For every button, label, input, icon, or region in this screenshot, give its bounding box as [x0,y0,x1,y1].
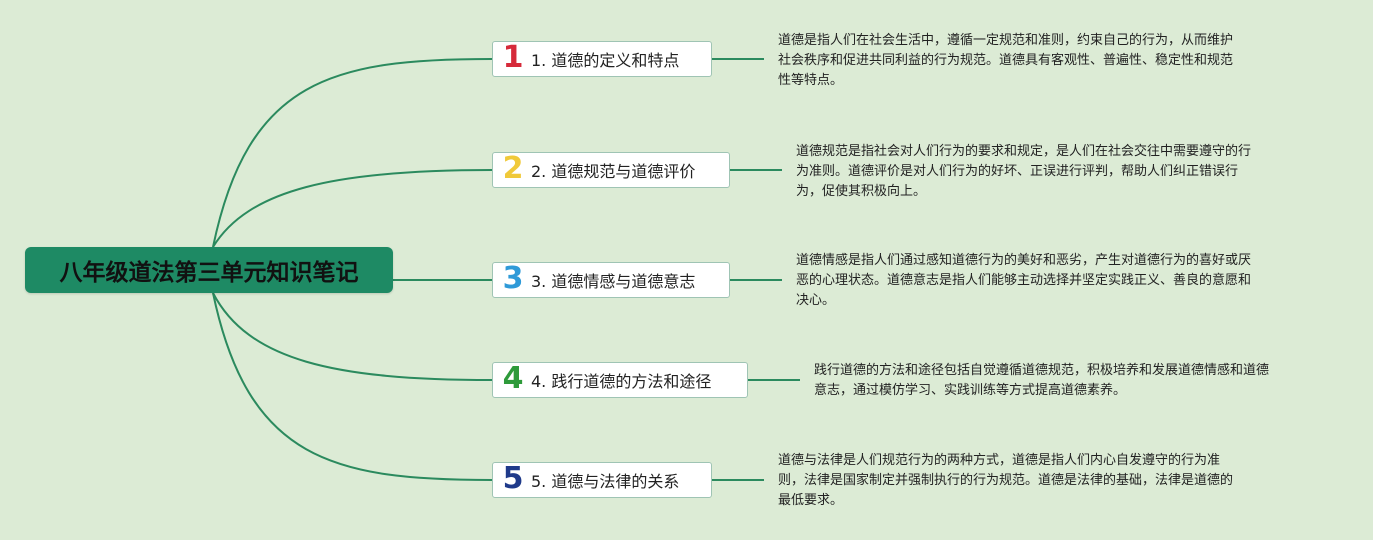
topic-label: 3. 道德情感与道德意志 [531,272,696,291]
number-1-icon: 1 [502,40,524,75]
description-line: 道德规范是指社会对人们行为的要求和规定，是人们在社会交往中需要遵守的行 [796,144,1252,159]
description-line: 道德是指人们在社会生活中，遵循一定规范和准则，约束自己的行为，从而维护 [778,33,1234,48]
topic-node-5[interactable]: 5 5. 道德与法律的关系 [492,462,712,498]
description-line: 则，法律是国家制定并强制执行的行为规范。道德是法律的基础，法律是道德的 [778,473,1234,488]
description-line: 性等特点。 [778,73,844,88]
description-line: 社会秩序和促进共同利益的行为规范。道德具有客观性、普遍性、稳定性和规范 [778,53,1234,68]
branch-line-2 [212,169,493,248]
description-line: 践行道德的方法和途径包括自觉遵循道德规范，积极培养和发展道德情感和道德 [814,363,1270,378]
number-5-icon: 5 [502,461,524,496]
description-line: 为，促使其积极向上。 [796,184,927,199]
description-line: 决心。 [796,293,836,308]
topic-description-2: 道德规范是指社会对人们行为的要求和规定，是人们在社会交往中需要遵守的行 为准则。… [796,142,1251,202]
topic-description-3: 道德情感是指人们通过感知道德行为的美好和恶劣，产生对道德行为的喜好或厌 恶的心理… [796,251,1251,311]
topic-node-3[interactable]: 3 3. 道德情感与道德意志 [492,262,730,298]
description-line: 为准则。道德评价是对人们行为的好坏、正误进行评判，帮助人们纠正错误行 [796,164,1239,179]
description-line: 意志，通过模仿学习、实践训练等方式提高道德素养。 [814,383,1127,398]
branch-line-1 [212,58,493,248]
number-2-icon: 2 [502,151,524,186]
root-topic[interactable]: 八年级道法第三单元知识笔记 [25,247,393,293]
topic-label: 1. 道德的定义和特点 [531,51,680,70]
number-3-icon: 3 [502,261,524,296]
topic-description-1: 道德是指人们在社会生活中，遵循一定规范和准则，约束自己的行为，从而维护 社会秩序… [778,31,1233,91]
description-line: 道德情感是指人们通过感知道德行为的美好和恶劣，产生对道德行为的喜好或厌 [796,253,1252,268]
topic-label: 5. 道德与法律的关系 [531,472,680,491]
description-line: 道德与法律是人们规范行为的两种方式，道德是指人们内心自发遵守的行为准 [778,453,1221,468]
description-line: 恶的心理状态。道德意志是指人们能够主动选择并坚定实践正义、善良的意愿和 [796,273,1252,288]
description-line: 最低要求。 [778,493,844,508]
number-4-icon: 4 [502,361,524,396]
topic-description-5: 道德与法律是人们规范行为的两种方式，道德是指人们内心自发遵守的行为准 则，法律是… [778,451,1233,511]
topic-description-4: 践行道德的方法和途径包括自觉遵循道德规范，积极培养和发展道德情感和道德 意志，通… [814,361,1269,401]
topic-node-4[interactable]: 4 4. 践行道德的方法和途径 [492,362,748,398]
branch-line-4 [212,292,493,381]
root-title: 八年级道法第三单元知识笔记 [59,260,359,286]
topic-label: 4. 践行道德的方法和途径 [531,372,712,391]
topic-node-1[interactable]: 1 1. 道德的定义和特点 [492,41,712,77]
topic-label: 2. 道德规范与道德评价 [531,162,696,181]
branch-line-5 [212,292,493,481]
topic-node-2[interactable]: 2 2. 道德规范与道德评价 [492,152,730,188]
